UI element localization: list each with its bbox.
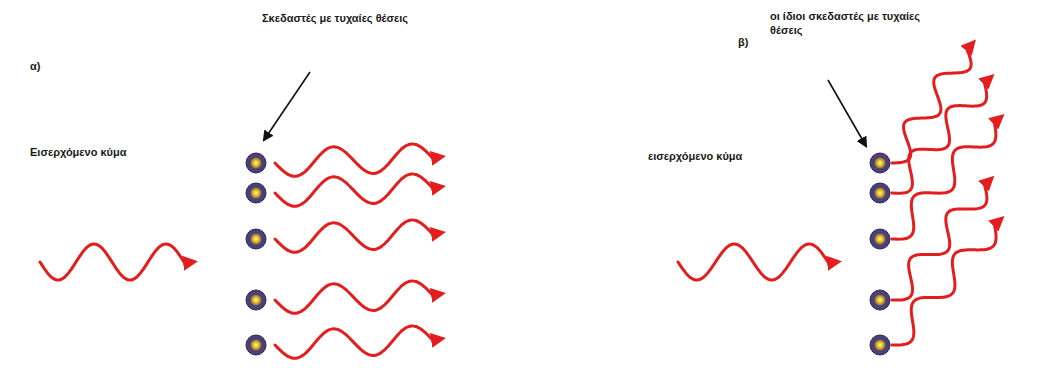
wave <box>678 244 836 280</box>
scatterer-shell <box>246 335 266 355</box>
caption-label: οι ίδιοι σκεδαστές με τυχαίες θέσεις <box>770 10 940 38</box>
wave <box>275 174 440 206</box>
scatterer <box>870 153 890 173</box>
scatterer-core <box>251 188 262 199</box>
scatterer <box>870 183 890 203</box>
caption-label: εισερχόμενο κύμα <box>648 150 742 164</box>
pointer-arrow <box>264 72 310 140</box>
scatterer-core <box>875 295 886 306</box>
scatterer-shell <box>246 183 266 203</box>
wave <box>275 326 440 358</box>
wave <box>275 281 440 313</box>
scatterer-core <box>251 234 262 245</box>
scatterer-core <box>875 158 886 169</box>
caption-label: Σκεδαστές με τυχαίες θέσεις <box>262 12 408 26</box>
wave <box>40 244 192 280</box>
scatterer-core <box>875 234 886 245</box>
scatterer <box>870 229 890 249</box>
scatterer-group <box>246 153 890 355</box>
scatterer-shell <box>870 229 890 249</box>
scatterer-core <box>251 340 262 351</box>
scatterer-shell <box>246 229 266 249</box>
panel-label: α) <box>30 60 40 74</box>
scatterer-shell <box>870 335 890 355</box>
wave <box>892 78 990 193</box>
pointer-arrow <box>828 80 866 146</box>
scatterer-core <box>875 188 886 199</box>
caption-label: Εισερχόμενο κύμα <box>30 146 126 160</box>
scatterer-shell <box>870 183 890 203</box>
wave <box>892 44 972 163</box>
scatterer-shell <box>246 290 266 310</box>
scatterer <box>246 229 266 249</box>
scatterer-core <box>251 158 262 169</box>
scatterer <box>246 335 266 355</box>
scatterer-shell <box>870 290 890 310</box>
wave <box>892 180 990 300</box>
scatterer <box>870 290 890 310</box>
wave-group <box>40 44 1000 358</box>
panel-label: β) <box>738 36 748 50</box>
scatterer-core <box>251 295 262 306</box>
scatterer <box>870 335 890 355</box>
scatterer-core <box>875 340 886 351</box>
scatterer-shell <box>870 153 890 173</box>
scatterer <box>246 183 266 203</box>
scatterer <box>246 153 266 173</box>
wave <box>275 220 440 252</box>
wave <box>275 144 440 176</box>
scatterer-shell <box>246 153 266 173</box>
wave <box>892 220 1000 345</box>
scatterer <box>246 290 266 310</box>
